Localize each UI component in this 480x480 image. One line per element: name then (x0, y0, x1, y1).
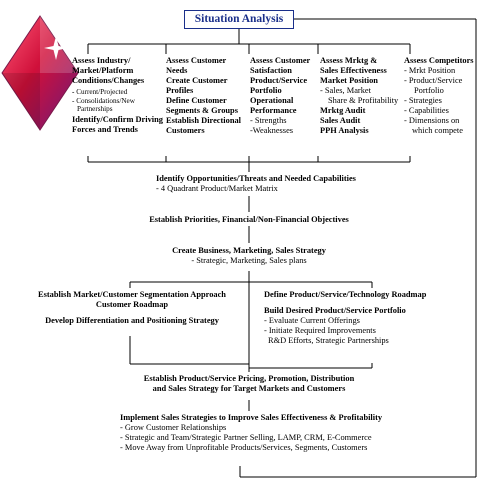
step-title: Establish Priorities, Financial/Non-Fina… (149, 215, 349, 224)
bullet-item: Share & Profitability (328, 96, 399, 105)
bullet-item: - Strategies (404, 96, 442, 105)
heading-line: Conditions/Changes (72, 76, 145, 85)
heading-line: Identify/Confirm Driving (72, 114, 163, 124)
step-subtitle: - 4 Quadrant Product/Market Matrix (156, 184, 278, 193)
heading-line: Assess Competitors (404, 56, 474, 65)
step-title: Establish Product/Service Pricing, Promo… (143, 374, 355, 383)
bullet-item: - Strengths (250, 116, 287, 125)
identify-opportunities-box: Identify Opportunities/Threats and Neede… (156, 174, 386, 194)
step-title: Implement Sales Strategies to Improve Sa… (120, 413, 383, 422)
heading-line: Market/Platform (72, 66, 134, 75)
bullet-text: Consolidations/New (76, 96, 135, 105)
heading-line: Create Customer (166, 76, 228, 85)
step-title: Identify Opportunities/Threats and Neede… (156, 174, 356, 183)
bullet-text: Current/Projected (76, 88, 128, 96)
bullet-item: - Product/Service (404, 76, 463, 85)
step-title: Establish Market/Customer Segmentation A… (38, 290, 226, 299)
heading-line: Performance (250, 106, 297, 115)
heading-line: Customers (166, 126, 205, 135)
heading-line: Mrktg Audit (320, 106, 366, 115)
step-title: and Sales Strategy for Target Markets an… (152, 384, 346, 393)
bullet-item: which compete (412, 126, 463, 135)
step-title: Develop Differentiation and Positioning … (45, 316, 219, 325)
heading-line: Establish Directional (166, 116, 241, 125)
heading-line: Needs (166, 66, 188, 75)
portfolio-box: Define Product/Service/Technology Roadma… (264, 290, 440, 346)
step-title: Create Business, Marketing, Sales Strate… (172, 246, 326, 255)
heading-line: Portfolio (250, 86, 282, 95)
priorities-box: Establish Priorities, Financial/Non-Fina… (130, 215, 368, 225)
heading-line: Market Position (320, 76, 378, 85)
marketing-effectiveness-box: Assess Mrktg & Sales Effectiveness Marke… (320, 56, 402, 136)
heading-line: Operational (250, 96, 294, 105)
bullet-item: -Weaknesses (250, 126, 294, 135)
bullet-item: Partnerships (77, 105, 113, 114)
bullet-item: - Current/Projected (72, 88, 128, 96)
step-title: Build Desired Product/Service Portfolio (264, 306, 406, 315)
step-subtitle: - Strategic, Marketing, Sales plans (191, 256, 307, 265)
strategy-box: Create Business, Marketing, Sales Strate… (150, 246, 348, 266)
bullet-item: - Evaluate Current Offerings (264, 316, 360, 325)
bullet-item: Portfolio (414, 86, 444, 95)
heading-line: Assess Customer (166, 56, 227, 65)
heading-line: Sales Effectiveness (320, 66, 387, 75)
bullet-item: - Dimensions on (404, 116, 460, 125)
bullet-item: R&D Efforts, Strategic Partnerships (268, 336, 389, 345)
heading-line: Segments & Groups (166, 106, 238, 115)
bullet-item: - Mrkt Position (404, 66, 456, 75)
bullet-item: - Initiate Required Improvements (264, 326, 376, 335)
bullet-item: - Capabilities (404, 106, 449, 115)
heading-line: PPH Analysis (320, 126, 369, 135)
diamond-star-logo-icon (1, 15, 79, 131)
implement-box: Implement Sales Strategies to Improve Sa… (120, 413, 400, 453)
heading-line: Define Customer (166, 96, 227, 105)
competitors-box: Assess Competitors - Mrkt Position - Pro… (404, 56, 476, 136)
step-title: Customer Roadmap (95, 300, 169, 309)
step-title: Define Product/Service/Technology Roadma… (264, 290, 427, 299)
bullet-item: - Sales, Market (320, 86, 371, 95)
customer-needs-box: Assess Customer Needs Create Customer Pr… (166, 56, 250, 136)
bullet-item: - Strategic and Team/Strategic Partner S… (120, 433, 372, 442)
heading-line: Profiles (166, 86, 194, 95)
segmentation-box: Establish Market/Customer Segmentation A… (34, 290, 230, 326)
customer-satisfaction-box: Assess Customer Satisfaction Product/Ser… (250, 56, 320, 136)
heading-line: Assess Customer (250, 56, 311, 65)
heading-line: Assess Industry/ (72, 56, 131, 65)
bullet-item: - Move Away from Unprofitable Products/S… (120, 443, 368, 452)
situation-analysis-title[interactable]: Situation Analysis (184, 10, 294, 29)
pricing-box: Establish Product/Service Pricing, Promo… (124, 374, 374, 394)
heading-line: Product/Service (250, 76, 308, 85)
industry-assessment-box: Assess Industry/ Market/Platform Conditi… (72, 56, 168, 135)
heading-line: Sales Audit (320, 116, 361, 125)
heading-line: Forces and Trends (72, 124, 138, 134)
heading-line: Satisfaction (250, 66, 292, 75)
bullet-item: - Consolidations/New (72, 96, 135, 105)
bullet-item: - Grow Customer Relationships (120, 423, 227, 432)
heading-line: Assess Mrktg & (320, 56, 378, 65)
